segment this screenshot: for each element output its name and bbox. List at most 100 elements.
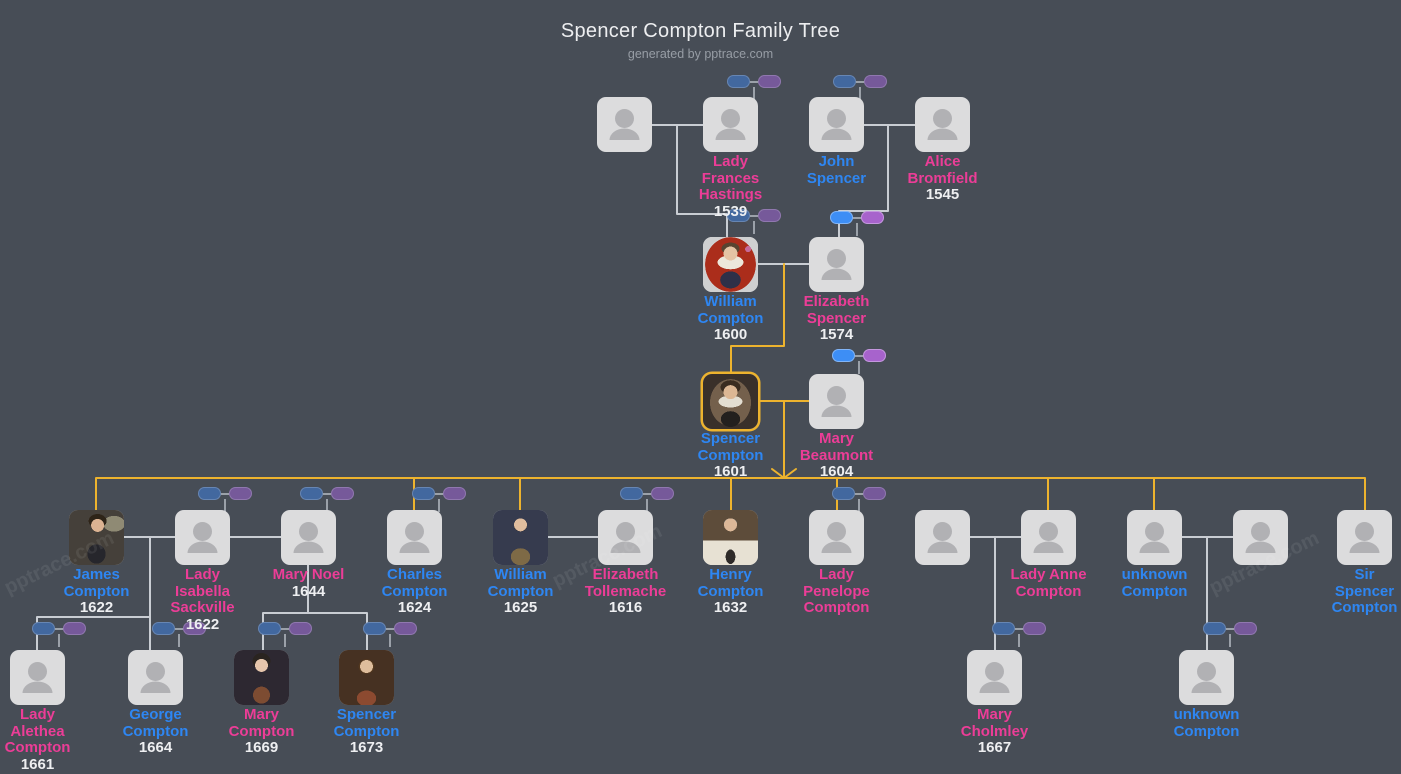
pill-purple-button[interactable] [183, 622, 206, 635]
person-card-spouse-unnamed-2[interactable] [915, 510, 970, 565]
pill-blue-button[interactable] [412, 487, 435, 500]
pill-link [386, 627, 394, 630]
person-placeholder-icon [22, 662, 53, 693]
pill-blue-button[interactable] [1203, 622, 1226, 635]
pill-blue-button[interactable] [258, 622, 281, 635]
pill-purple-button[interactable] [861, 211, 884, 224]
pill-purple-button[interactable] [1234, 622, 1257, 635]
pill-purple-button[interactable] [1023, 622, 1046, 635]
person-name-line: Lady [19, 706, 55, 723]
pill-pair [258, 622, 312, 647]
pill-blue-button[interactable] [152, 622, 175, 635]
pill-blue-button[interactable] [727, 209, 750, 222]
person-name[interactable]: Mary Noel [243, 566, 375, 584]
pill-blue-button[interactable] [32, 622, 55, 635]
pill-purple-button[interactable] [651, 487, 674, 500]
person-birth-year: 1664 [138, 739, 173, 756]
pill-blue-button[interactable] [727, 75, 750, 88]
pill-blue-button[interactable] [833, 75, 856, 88]
pill-purple-button[interactable] [863, 349, 886, 362]
pill-blue-button[interactable] [830, 211, 853, 224]
pill-purple-button[interactable] [229, 487, 252, 500]
pill-purple-button[interactable] [394, 622, 417, 635]
pill-purple-button[interactable] [443, 487, 466, 500]
person-birth-year: 1539 [713, 202, 748, 220]
person-card-spouse-unnamed-3[interactable] [1233, 510, 1288, 565]
pill-blue-button[interactable] [992, 622, 1015, 635]
pill-purple-button[interactable] [63, 622, 86, 635]
person-placeholder-icon [1191, 662, 1222, 693]
pill-blue-button[interactable] [832, 487, 855, 500]
pill-purple-button[interactable] [331, 487, 354, 500]
pill-blue-button[interactable] [620, 487, 643, 500]
pill-purple-button[interactable] [864, 75, 887, 88]
person-name-line: Alice [924, 153, 961, 170]
pill-stem [856, 223, 858, 236]
person-card-ancestor-unnamed-1[interactable] [597, 97, 652, 152]
pill-blue-button[interactable] [198, 487, 221, 500]
pill-blue-button[interactable] [832, 349, 855, 362]
pill-blue-button[interactable] [300, 487, 323, 500]
pill-purple-button[interactable] [758, 209, 781, 222]
person-name-line: Compton [333, 722, 400, 740]
person-name-line: George [129, 706, 182, 723]
person-placeholder-icon [399, 522, 430, 553]
pill-blue-button[interactable] [363, 622, 386, 635]
person-birth-year: 1669 [244, 739, 279, 756]
pill-purple-button[interactable] [863, 487, 886, 500]
pill-purple-button[interactable] [289, 622, 312, 635]
pill-purple-button[interactable] [758, 75, 781, 88]
